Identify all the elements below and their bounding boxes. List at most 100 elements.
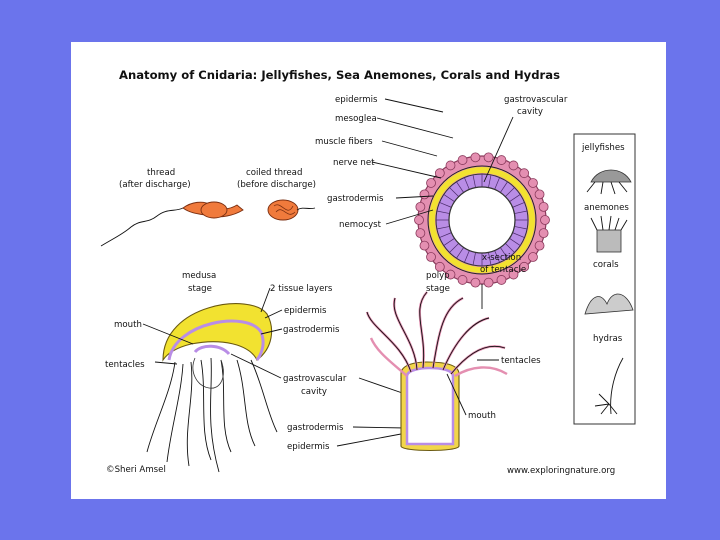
tentacle-cross-section [414,152,550,288]
gastrodermis-cell-wall [436,226,450,230]
credit: ©Sheri Amsel [106,465,166,475]
label-bottom-epidermis: epidermis [287,442,330,452]
gastrodermis-cell-wall [464,250,470,263]
jellyfish-thumbnail [586,169,632,195]
epidermis-cell [415,202,426,212]
panel-label-anemones: anemones [584,203,629,213]
epidermis-cell [457,275,468,285]
epidermis-cell [434,168,445,179]
gastrodermis-cell-wall [505,243,515,253]
epidermis-cell [534,189,545,200]
label-nemocyst: nemocyst [339,220,382,230]
epidermis-cell [519,261,530,272]
gastrodermis-cell-wall [512,232,525,238]
panel-label-hydras: hydras [593,334,623,344]
label-gastrovascular-cavity: cavity [517,107,543,117]
epidermis-cell [519,168,530,179]
epidermis-cell [534,240,545,251]
epidermis-cell [445,269,456,280]
gastrodermis-cells [436,174,528,266]
coral-thumbnail [584,293,634,315]
gastrodermis-cell-wall [443,194,455,202]
epidermis-cell [419,189,430,200]
epidermis-cell [528,178,538,188]
anemone-thumbnail [590,215,628,253]
epidermis-cell [528,252,538,262]
gastrodermis-cell-wall [509,238,521,246]
website: www.exploringnature.org [507,466,615,476]
label-gastrovascular: gastrovascular [504,95,568,105]
panel-label-jellyfishes: jellyfishes [581,143,625,153]
gastrodermis-cell-wall [472,174,476,188]
epidermis-cell [508,160,519,171]
epidermis-cell [483,152,494,163]
label-epidermis: epidermis [335,95,378,105]
discharged-thread [100,201,244,247]
label-polyp-mouth: mouth [468,411,496,421]
epidermis-cell [457,155,468,165]
label-gastrodermis: gastrodermis [327,194,384,204]
label-mesoglea: mesoglea [335,114,377,124]
gastrodermis-cell-wall [464,177,470,190]
gastrodermis-cell-wall [488,252,492,266]
coiled-thread [267,199,316,221]
hydra-thumbnail [594,357,624,415]
label-thread: thread [147,168,175,178]
label-before-discharge: (before discharge) [237,180,316,190]
panel-label-corals: corals [593,260,619,270]
gastrodermis-cell-wall [456,247,464,259]
polyp-mouth-leader [446,373,467,416]
gastrodermis-cell-wall [436,210,450,214]
label-medusa-stage: stage [188,284,212,294]
gastrodermis-cell-wall [512,202,525,208]
label-2-tissue-layers: 2 tissue layers [270,284,333,294]
label-polyp: polyp [426,271,450,281]
gastrodermis-cell-wall [514,226,528,230]
epidermis-cell [540,215,550,225]
slide: Anatomy of Cnidaria: Jellyfishes, Sea An… [71,42,666,499]
epidermis-inner-edge [427,165,537,275]
polyp-illustration [365,291,508,451]
epidermis-bumps [414,152,550,288]
gastrodermis-cell-wall [439,232,452,238]
gastrodermis-cell-wall [500,247,508,259]
epidermis-cell [538,228,549,238]
epidermis-cell [419,240,430,251]
label-medusa-mouth: mouth [114,320,142,330]
label-medusa-epidermis: epidermis [284,306,327,316]
gastrodermis-cell-wall [439,202,452,208]
gastrodermis-cell-wall [472,252,476,266]
epidermis-cell [470,277,481,288]
epidermis-cell [538,202,549,212]
label-medusa-tentacles: tentacles [105,360,145,370]
gastrodermis-cell-wall [456,181,464,193]
gastrodermis-cell-wall [449,187,459,197]
epidermis-cell [483,277,494,288]
label-after-discharge: (after discharge) [119,180,191,190]
label-bottom-gastrodermis: gastrodermis [287,423,344,433]
gastrodermis-cell-wall [505,187,515,197]
gastrodermis-cell-wall [509,194,521,202]
gastrodermis-cell-wall [500,181,508,193]
label-polyp-tentacles: tentacles [501,356,541,366]
gastrodermis-cell-wall [488,174,492,188]
mesoglea-ring [429,167,535,273]
label-coiled-thread: coiled thread [246,168,302,178]
epidermis-cell [414,215,424,225]
epidermis-cell [415,228,426,238]
gastrodermis-cell-wall [494,177,500,190]
diagram-title: Anatomy of Cnidaria: Jellyfishes, Sea An… [119,68,560,82]
label-medusa: medusa [182,271,216,281]
gastrodermis-cell-wall [494,250,500,263]
epidermis-cell [434,261,445,272]
label-medusa-gastrodermis: gastrodermis [283,325,340,335]
label-nerve-net: nerve net [333,158,375,168]
gastrodermis-cell-wall [443,238,455,246]
epidermis-cell [470,152,481,163]
gastrovascular-cavity [448,186,516,254]
label-of-tentacle: of tentacle [480,265,526,275]
epidermis-cell [426,252,436,262]
epidermis-cell [508,269,519,280]
label-gv-cavity-2: cavity [301,387,327,397]
epidermis-cell [426,178,436,188]
